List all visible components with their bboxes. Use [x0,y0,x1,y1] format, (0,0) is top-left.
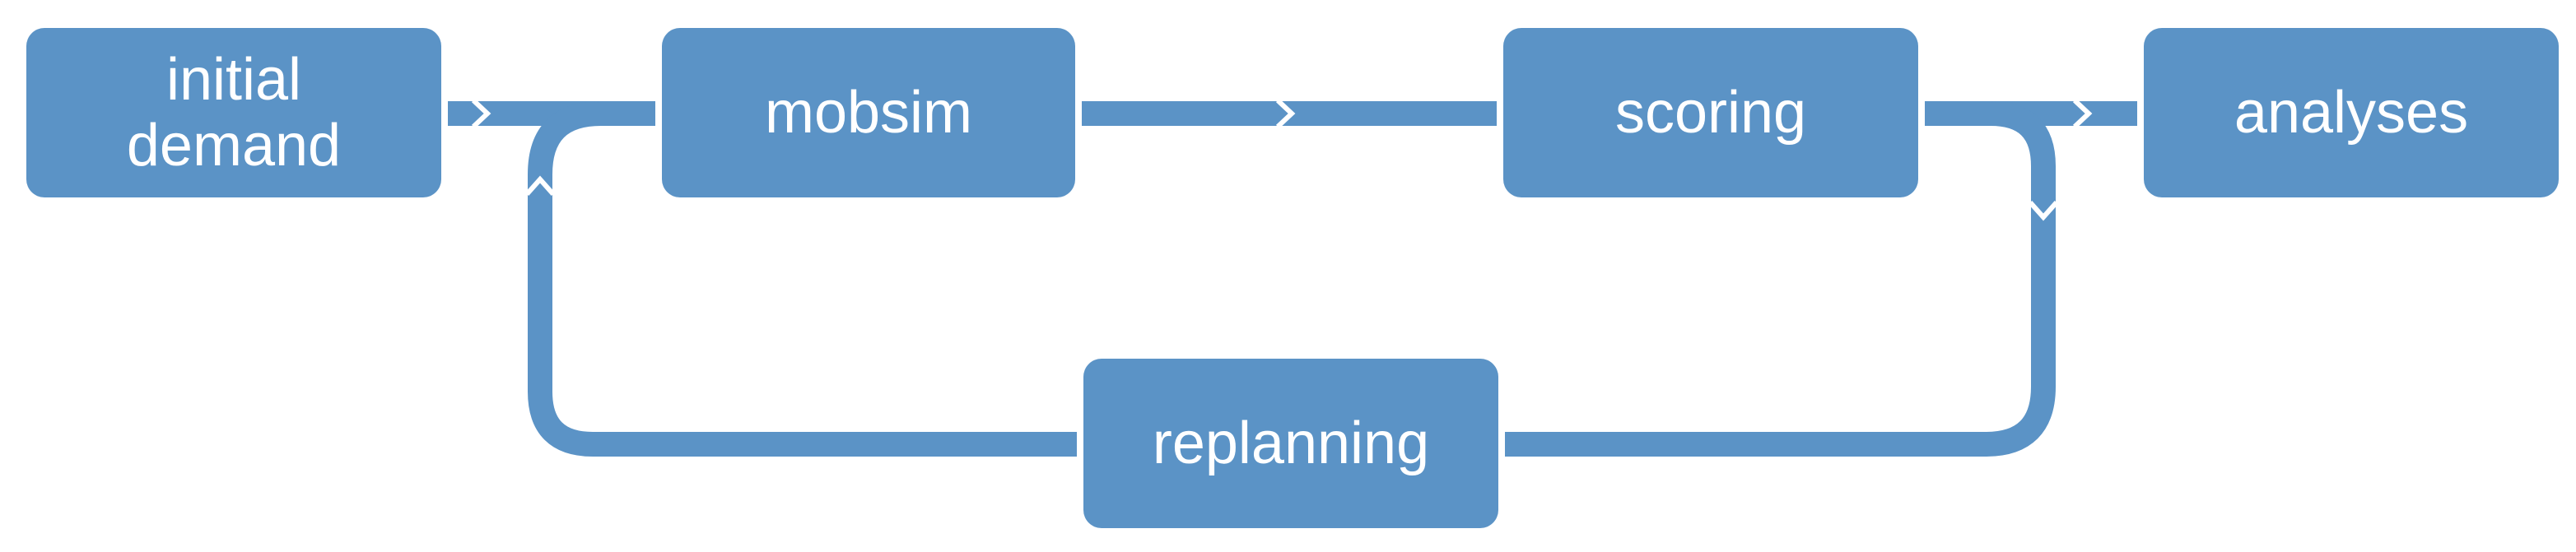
node-initial-demand: initial demand [26,28,441,197]
node-replanning-label: replanning [1152,411,1430,476]
connector-scoring-to-replanning [1505,101,2059,457]
node-mobsim: mobsim [662,28,1075,197]
node-initial-demand-label: initial demand [126,47,342,179]
node-scoring: scoring [1503,28,1918,197]
node-analyses-label: analyses [2234,80,2469,146]
node-replanning: replanning [1083,359,1498,528]
connector-replanning-to-mobsim [524,101,1077,457]
node-mobsim-label: mobsim [764,80,973,146]
node-analyses: analyses [2144,28,2559,197]
connector-mobsim-to-scoring [1082,98,1497,129]
node-scoring-label: scoring [1614,80,1807,146]
